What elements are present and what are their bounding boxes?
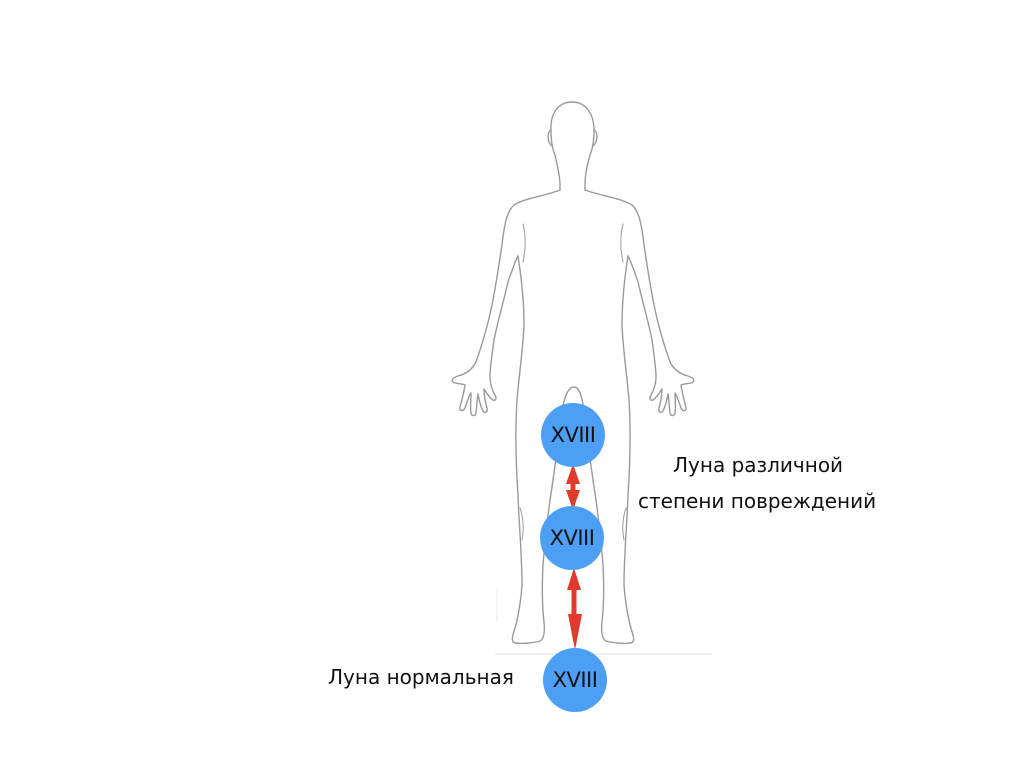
- head-outline-right: [571, 101, 595, 191]
- node-xviii-top: XVIII: [541, 403, 605, 467]
- head-outline: [550, 101, 573, 191]
- node-label: XVIII: [550, 423, 596, 447]
- right-arm-outline: [584, 189, 695, 417]
- caption-damaged-line2: степени повреждений: [638, 489, 877, 513]
- node-xviii-bottom: XVIII: [543, 648, 607, 712]
- left-arm-outline: [451, 189, 561, 417]
- double-headed-arrow-icon: [566, 464, 580, 510]
- caption-damaged-line1: Луна различной: [673, 453, 844, 477]
- node-label: XVIII: [552, 668, 598, 692]
- node-label: XVIII: [549, 526, 595, 550]
- caption-normal: Луна нормальная: [328, 665, 514, 689]
- node-xviii-middle: XVIII: [540, 506, 604, 570]
- double-headed-arrow-icon: [567, 568, 582, 650]
